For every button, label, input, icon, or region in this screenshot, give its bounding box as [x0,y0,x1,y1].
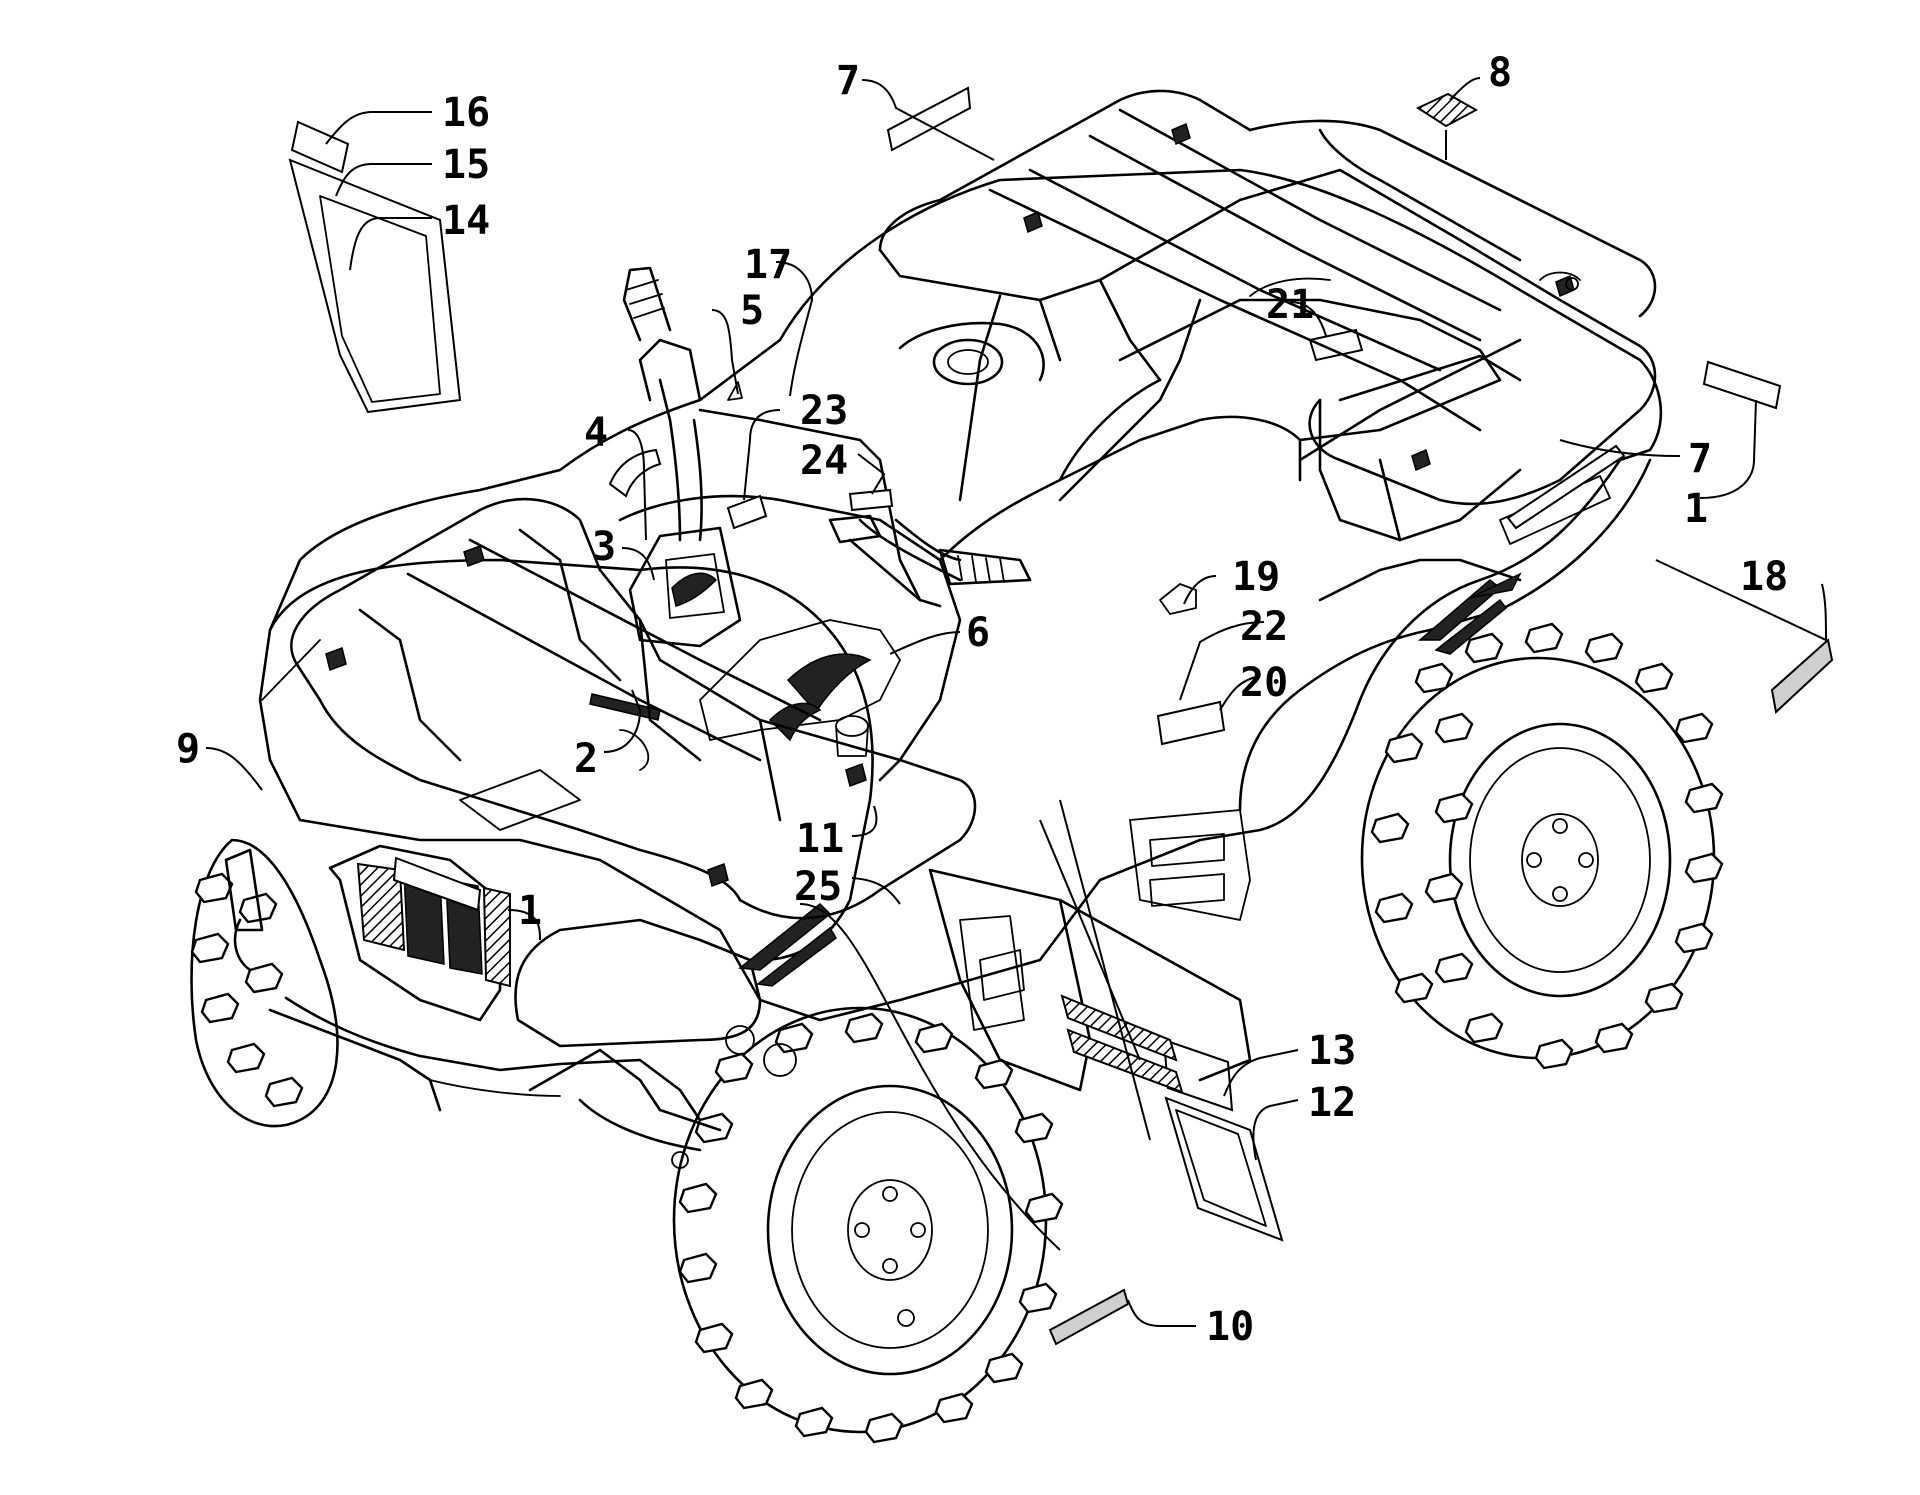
decal-4 [608,448,662,498]
front-left-wheel [190,838,339,1128]
callout-7-right: 7 [1688,436,1712,482]
decal-7-right [1702,360,1782,410]
callout-23: 23 [800,388,848,434]
callout-13: 13 [1308,1028,1356,1074]
decal-8 [1415,92,1479,128]
rear-rack [878,89,1657,542]
decal-6 [699,619,901,742]
callout-labels: 16 15 14 7 8 17 5 21 23 24 4 7 1 3 19 18… [176,50,1788,1350]
speedrack-decal [1506,444,1626,530]
decal-20 [1156,700,1226,746]
callout-4: 4 [584,410,608,456]
callout-14: 14 [442,198,490,244]
callout-20: 20 [1240,660,1288,706]
callout-19: 19 [1232,554,1280,600]
decal-22 [1417,572,1522,655]
callout-16: 16 [442,90,490,136]
decal-25 [738,902,837,987]
decal-24 [848,488,894,512]
callout-2: 2 [574,736,598,782]
decal-14 [288,158,462,414]
callout-15: 15 [442,142,490,188]
callout-5: 5 [740,288,764,334]
callout-11: 11 [796,816,844,862]
callout-3: 3 [592,524,616,570]
callout-25: 25 [794,864,842,910]
callout-12: 12 [1308,1080,1356,1126]
callout-9: 9 [176,726,200,772]
front-rack [290,497,977,920]
atv-body [224,168,1663,1169]
decal-7-top [886,86,972,152]
callout-10: 10 [1206,1304,1254,1350]
callout-17: 17 [744,242,792,288]
callout-22: 22 [1240,604,1288,650]
callout-21: 21 [1266,282,1314,328]
callout-24: 24 [800,438,848,484]
instrument-pod [628,526,742,648]
callout-7-top: 7 [836,58,860,104]
handlebars [622,266,1032,608]
decal-12 [1164,1096,1284,1242]
decal-18 [1770,638,1834,714]
decal-19 [1159,583,1197,615]
decal-21 [1308,328,1364,362]
decal-1-front [392,856,482,912]
callout-1-front: 1 [518,888,542,934]
callout-8: 8 [1488,50,1512,96]
leader-lines [205,77,1828,1327]
front-right-wheel [672,1006,1064,1444]
callout-18: 18 [1740,554,1788,600]
decal-10 [1048,1288,1130,1346]
rear-right-wheel [1360,622,1724,1070]
callout-1-right: 1 [1684,486,1708,532]
callout-6: 6 [966,610,990,656]
